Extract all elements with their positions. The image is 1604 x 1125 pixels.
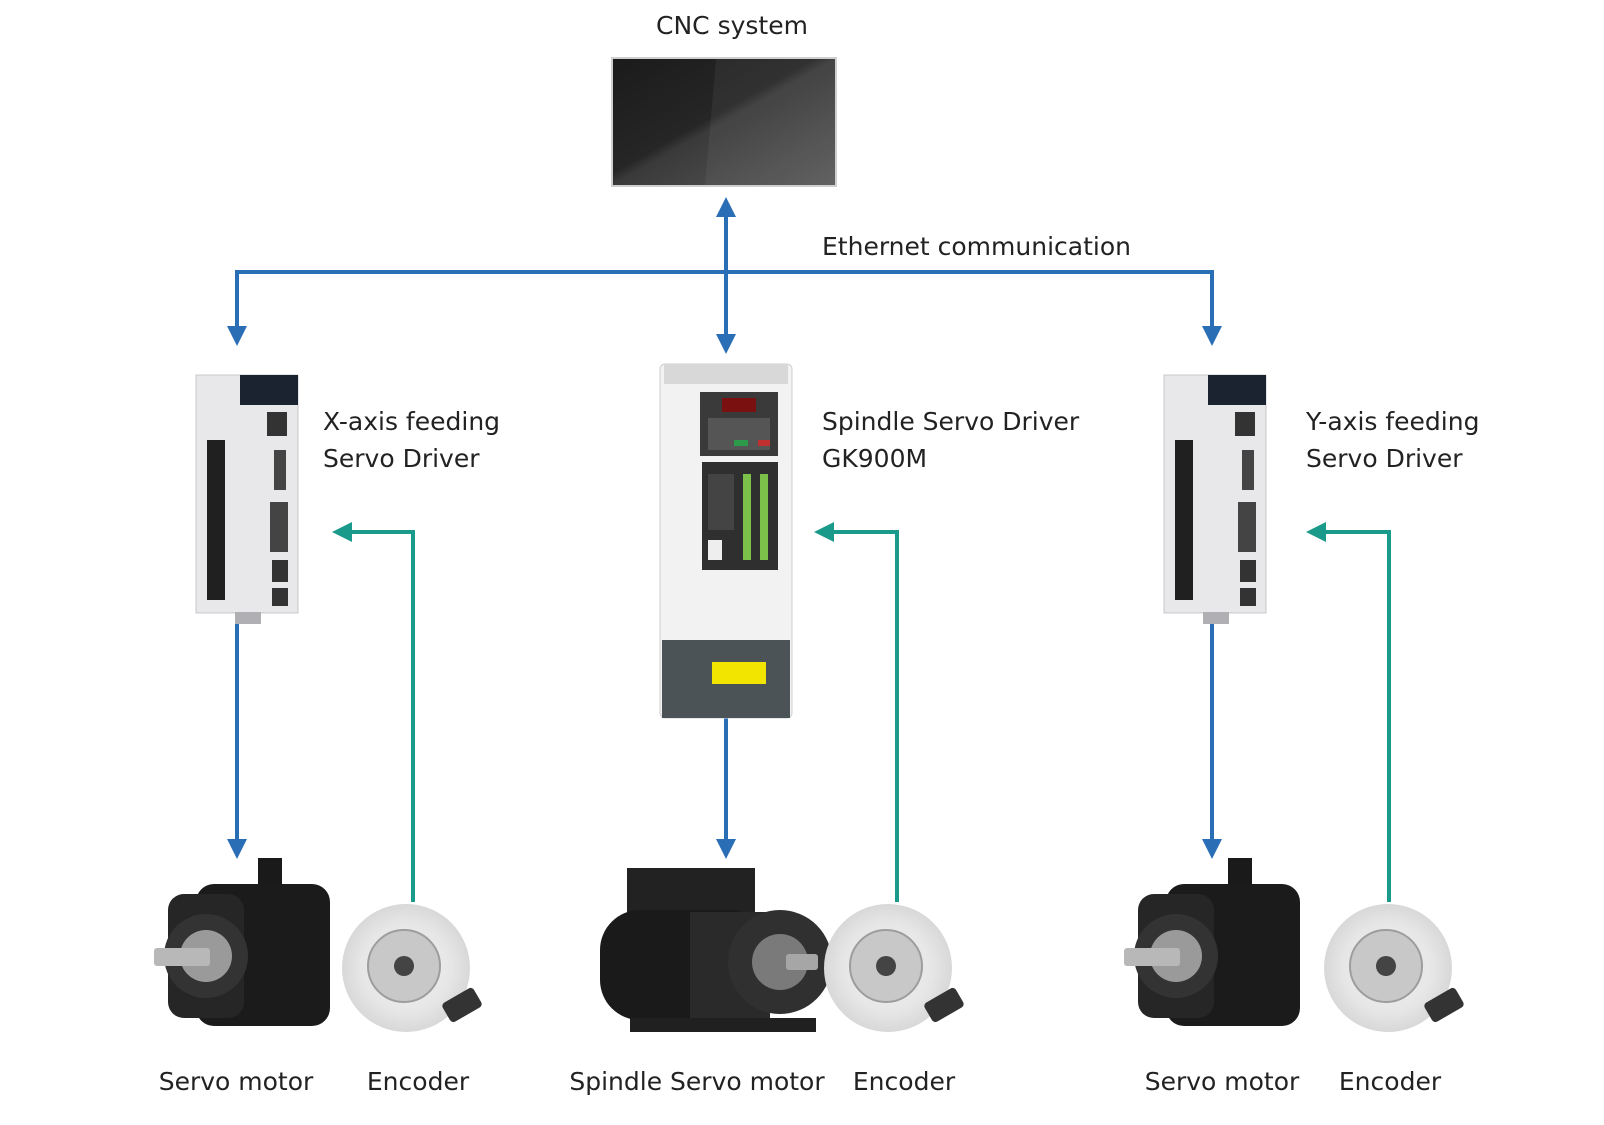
y-servo-motor-label: Servo motor (1144, 1067, 1300, 1096)
spindle-encoder-feedback-line (814, 522, 899, 902)
x-driver-label-line2: Servo Driver (323, 444, 480, 473)
feedback-lines (332, 522, 1391, 902)
cnc-system-label: CNC system (656, 11, 808, 40)
x-axis-servo-driver (195, 374, 299, 624)
cnc-monitor (611, 57, 837, 187)
spindle-driver-label-line1: Spindle Servo Driver (822, 407, 1080, 436)
y-encoder-feedback-line (1306, 522, 1391, 902)
y-encoder-label: Encoder (1338, 1067, 1442, 1096)
x-encoder-label: Encoder (366, 1067, 470, 1096)
spindle-encoder-label: Encoder (852, 1067, 956, 1096)
spindle-driver-label-line2: GK900M (822, 444, 928, 473)
y-driver-label-line1: Y-axis feeding (1306, 407, 1480, 436)
y-servo-motor (1124, 858, 1300, 1026)
ethernet-communication-label: Ethernet communication (822, 232, 1131, 261)
spindle-encoder (824, 904, 964, 1032)
spindle-servo-motor-label: Spindle Servo motor (569, 1067, 825, 1096)
spindle-servo-driver (659, 363, 793, 719)
x-servo-motor-label: Servo motor (158, 1067, 314, 1096)
y-encoder (1324, 904, 1464, 1032)
y-driver-label-line2: Servo Driver (1306, 444, 1463, 473)
x-encoder (342, 904, 482, 1032)
spindle-servo-motor (600, 868, 832, 1032)
x-encoder-feedback-line (332, 522, 415, 902)
x-servo-motor (154, 858, 330, 1026)
y-axis-servo-driver (1163, 374, 1267, 624)
x-driver-label-line1: X-axis feeding (323, 407, 501, 436)
command-lines (227, 197, 1222, 859)
